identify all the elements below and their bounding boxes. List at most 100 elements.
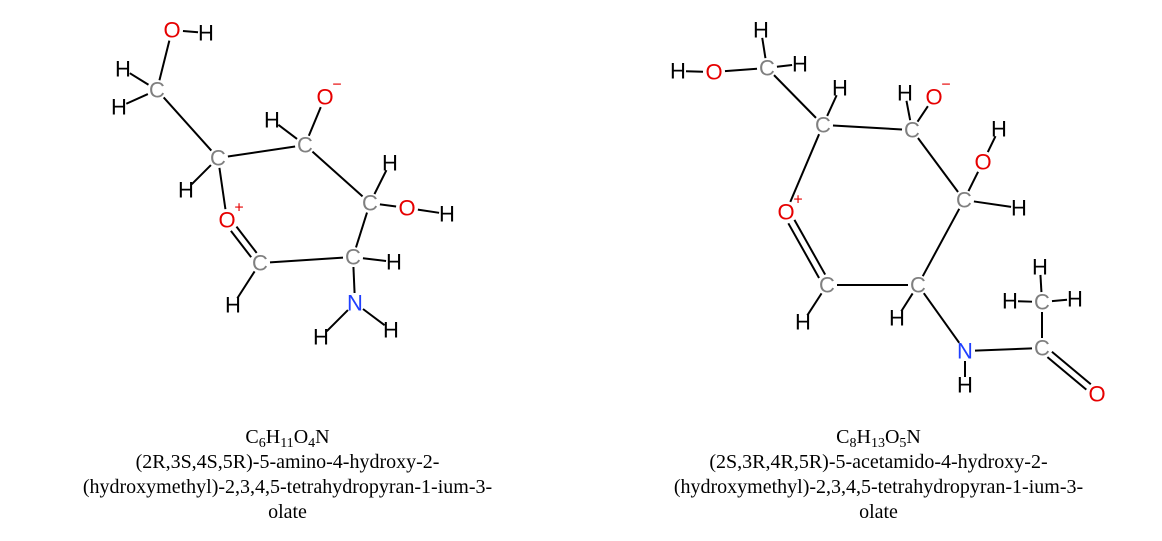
bond [1051, 298, 1068, 303]
formula-count: 6 [258, 436, 266, 451]
bond [311, 150, 364, 198]
atom-o: O [1088, 382, 1105, 407]
bond [832, 124, 903, 131]
charge-label: − [332, 77, 341, 94]
bond [379, 203, 397, 208]
molecule-1-formula: C6H11O4N [0, 425, 575, 451]
bond [352, 266, 356, 294]
formula-element: C [245, 426, 259, 448]
bond [307, 106, 322, 137]
double-bond [1051, 350, 1092, 386]
formula-count: 11 [280, 436, 294, 451]
atom-h: H [792, 52, 808, 77]
bond [776, 63, 793, 68]
atom-h: H [264, 108, 280, 133]
atom-h: H [897, 81, 913, 106]
double-bond [787, 222, 820, 279]
bond [227, 145, 296, 158]
bond [277, 124, 298, 140]
atom-h: H [178, 178, 194, 203]
atom-h: H [1002, 289, 1018, 314]
atom-h: H [1032, 255, 1048, 280]
molecule-1-caption: C6H11O4N (2R,3S,4S,5R)-5-amino-4-hydroxy… [0, 425, 575, 525]
bond [761, 37, 767, 59]
bond [190, 164, 212, 186]
atom-h: H [957, 373, 973, 398]
atom-c: C [904, 118, 920, 143]
atom-o: O [218, 208, 235, 233]
formula-element: C [836, 426, 850, 448]
molecule-1-name-line-3: olate [268, 501, 307, 523]
double-bond [793, 219, 827, 276]
bond [125, 93, 149, 105]
formula-count: 8 [849, 436, 857, 451]
bond [362, 308, 386, 327]
atom-c: C [210, 146, 226, 171]
bond [724, 67, 758, 73]
molecule-2-caption: C8H13O5N (2S,3R,4R,5R)-5-acetamido-4-hyd… [595, 425, 1162, 525]
molecule-2-name-line-2: (hydroxymethyl)-2,3,4,5-tetrahydropyran-… [673, 476, 1084, 498]
bond [373, 169, 388, 195]
atom-n: N [347, 291, 363, 316]
charge-label: − [941, 77, 950, 94]
molecule-1-name-line-2: (hydroxymethyl)-2,3,4,5-tetrahydropyran-… [82, 476, 493, 498]
charge-label: + [793, 192, 802, 209]
formula-element: H [856, 426, 871, 448]
bond [236, 270, 256, 299]
bond [921, 208, 961, 277]
bond [806, 292, 823, 316]
atom-o: O [777, 200, 794, 225]
atom-c: C [956, 188, 972, 213]
atom-h: H [1011, 196, 1027, 221]
bond [789, 133, 821, 203]
atom-c: C [252, 251, 268, 276]
atom-c: C [819, 273, 835, 298]
bond [905, 100, 912, 121]
bond [1039, 274, 1043, 293]
charge-label: + [234, 200, 243, 217]
molecule-2-formula: C8H13O5N [595, 425, 1162, 451]
atom-o: O [398, 196, 415, 221]
atom-h: H [382, 151, 398, 176]
atom-o: O [316, 85, 333, 110]
atom-h: H [313, 325, 329, 350]
bond [900, 292, 914, 312]
atom-h: H [795, 310, 811, 335]
double-bond [1046, 356, 1087, 391]
atom-o: O [705, 60, 722, 85]
formula-count: 13 [870, 436, 885, 451]
atom-h: H [115, 57, 131, 82]
atom-h: H [111, 95, 127, 120]
atom-c: C [1034, 290, 1050, 315]
bond [417, 208, 440, 214]
molecule-2-name-line-3: olate [859, 501, 898, 523]
bond [129, 72, 150, 86]
bond [162, 96, 213, 152]
atom-c: C [297, 133, 313, 158]
bond [916, 105, 929, 123]
bond [218, 167, 227, 210]
bond [967, 171, 979, 192]
atom-c: C [1034, 336, 1050, 361]
atom-h: H [198, 21, 214, 46]
atom-o: O [925, 85, 942, 110]
bond [974, 347, 1033, 352]
atom-h: H [439, 202, 455, 227]
bond [973, 200, 1012, 208]
bond [362, 257, 387, 263]
molecule-2-name-line-1: (2S,3R,4R,5R)-5-acetamido-4-hydroxy-2- [709, 451, 1048, 473]
formula-element: O [293, 426, 309, 448]
atom-c: C [149, 78, 165, 103]
bond [355, 212, 368, 248]
atom-h: H [386, 250, 402, 275]
molecule-1-name-line-1: (2R,3S,4S,5R)-5-amino-4-hydroxy-2- [135, 451, 440, 473]
bond [158, 40, 171, 81]
formula-element: N [906, 426, 921, 448]
bond [922, 292, 961, 344]
atom-c: C [362, 191, 378, 216]
atom-h: H [670, 59, 686, 84]
atom-h: H [1067, 287, 1083, 312]
